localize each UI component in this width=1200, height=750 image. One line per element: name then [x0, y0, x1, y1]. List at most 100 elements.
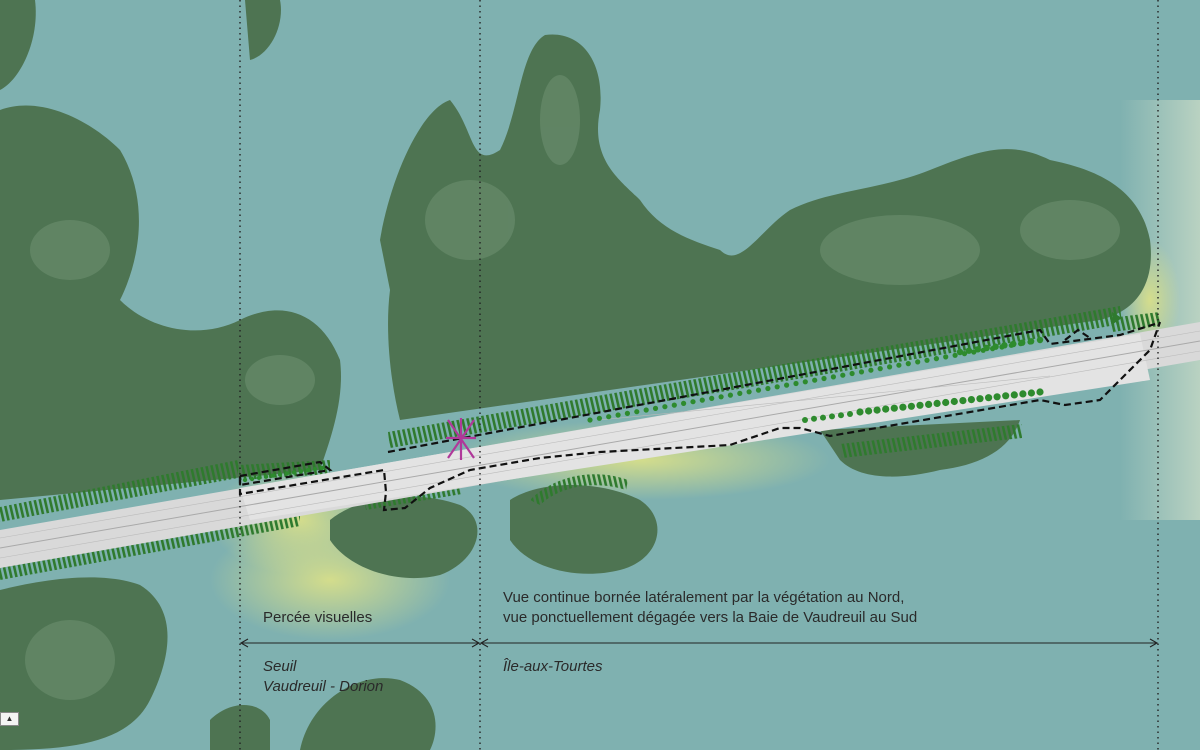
tree-dot	[915, 359, 921, 365]
tree-dot	[671, 402, 677, 408]
vegetation-bands	[0, 306, 1160, 580]
tree-dot	[643, 407, 649, 413]
tree-dot	[882, 405, 890, 413]
section2-subtitle: Île-aux-Tourtes	[503, 657, 603, 677]
tree-dot	[838, 412, 844, 419]
section1-title-line: Percée visuelles	[263, 609, 373, 626]
tree-dot	[961, 351, 968, 357]
tree-dot	[802, 417, 808, 423]
tree-dot	[727, 392, 734, 398]
tree-dot	[907, 402, 916, 410]
tree-dot	[1019, 339, 1026, 346]
tree-dot	[873, 406, 881, 414]
route-marker-icon: ▲	[0, 712, 19, 726]
tree-dot	[681, 400, 687, 406]
tree-dot	[1001, 342, 1008, 349]
tree-dot	[737, 390, 743, 396]
tree-dot	[1036, 388, 1044, 396]
tree-dot	[634, 409, 640, 415]
tree-dot	[615, 412, 621, 418]
section1-title: Percée visuelles	[263, 608, 372, 628]
section2-title: Vue continue bornée latéralement par la …	[503, 588, 917, 628]
tree-dot	[858, 369, 865, 375]
viewpoint-icon	[446, 418, 476, 460]
tree-dot	[899, 403, 907, 411]
section1-subtitle: Seuil Vaudreuil - Dorion	[263, 657, 383, 697]
tree-dot	[277, 472, 283, 477]
tree-dot	[746, 389, 752, 395]
tree-dot	[830, 374, 837, 380]
tree-dot	[1027, 338, 1035, 345]
tree-dot	[1027, 389, 1035, 397]
tree-dot	[829, 413, 835, 420]
vegetation-arrow	[1112, 312, 1122, 324]
tree-dot	[865, 407, 873, 415]
tree-dot	[933, 399, 941, 407]
tree-dot	[896, 362, 902, 368]
tree-dot	[820, 414, 826, 421]
section2-title-line: Vue continue bornée latéralement par la …	[503, 589, 905, 606]
tree-dot	[765, 385, 771, 392]
section2-title-line: vue ponctuellement dégagée vers la Baie …	[503, 609, 918, 626]
tree-dot	[242, 477, 248, 483]
tree-dot	[784, 382, 790, 388]
tree-dot	[849, 370, 855, 377]
tree-dot	[690, 399, 696, 405]
tree-dot	[699, 397, 705, 403]
tree-dot	[942, 398, 950, 407]
tree-dot	[1036, 336, 1044, 344]
tree-dot	[319, 465, 325, 471]
tree-dot	[812, 377, 818, 383]
tree-dot	[916, 401, 924, 409]
tree-dot	[925, 400, 933, 408]
tree-dot	[774, 384, 780, 390]
tree-dot	[950, 397, 958, 406]
tree-dot	[755, 387, 762, 393]
project-boundary	[238, 321, 1162, 512]
tree-dot	[652, 405, 659, 411]
tree-dot	[662, 404, 668, 410]
tree-dot	[993, 393, 1001, 401]
tree-dot	[965, 347, 973, 354]
tree-dot	[312, 466, 318, 472]
section2-subtitle-line: Île-aux-Tourtes	[503, 658, 603, 675]
tree-dot	[1019, 390, 1027, 398]
tree-dot	[821, 375, 827, 382]
tree-dot	[868, 367, 874, 373]
tree-dot	[291, 470, 297, 475]
tree-dot	[890, 404, 898, 412]
forest-texture	[25, 75, 1120, 700]
tree-dot	[718, 394, 724, 400]
tree-dot	[305, 468, 311, 473]
tree-dot	[976, 395, 984, 403]
tree-dot	[943, 354, 949, 360]
section-dividers	[239, 0, 1159, 750]
highway	[0, 322, 1200, 568]
tree-dot	[924, 357, 930, 363]
tree-dot	[847, 411, 853, 417]
tree-dot	[952, 352, 958, 358]
tree-dot	[959, 397, 967, 405]
tree-dot	[587, 417, 593, 423]
tree-rows	[242, 336, 1044, 483]
tree-dot	[905, 361, 911, 367]
tree-dot	[856, 408, 864, 416]
tree-dot	[298, 469, 304, 474]
tree-dot	[992, 343, 999, 350]
tree-dot	[1002, 392, 1010, 400]
tree-dot	[606, 414, 612, 420]
tree-dot	[249, 476, 255, 482]
extent-arrows	[239, 638, 1159, 648]
tree-dot	[840, 372, 846, 378]
tree-dot	[624, 410, 631, 416]
tree-dot	[985, 394, 993, 402]
tree-dot	[887, 364, 893, 370]
tree-dot	[709, 395, 715, 401]
tree-dot	[256, 475, 262, 480]
section1-subtitle-line: Vaudreuil - Dorion	[263, 678, 384, 695]
tree-dot	[1010, 340, 1017, 348]
tree-dot	[284, 471, 290, 476]
tree-dot	[793, 380, 799, 387]
